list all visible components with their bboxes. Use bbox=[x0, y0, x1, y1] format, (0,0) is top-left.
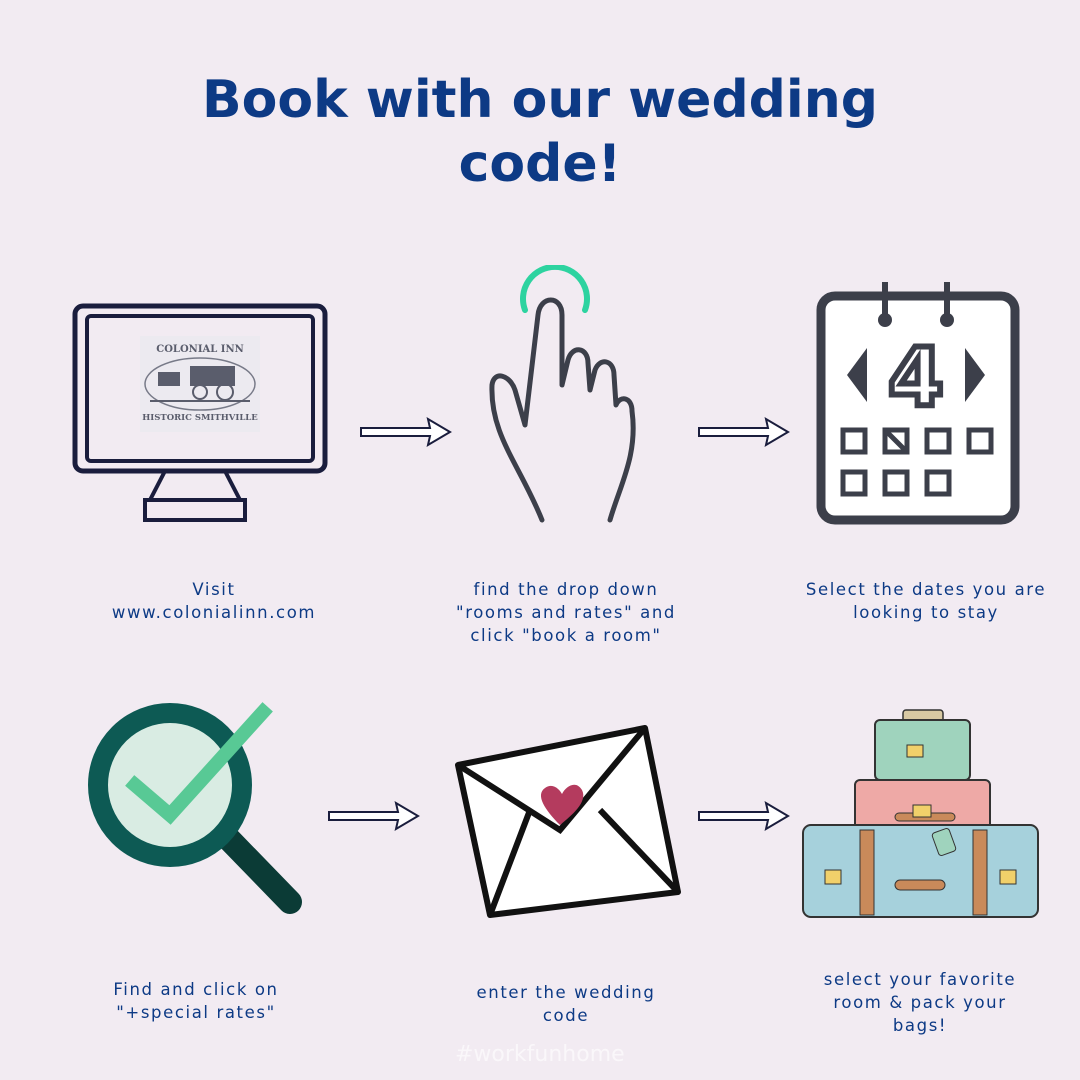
arrow-right-icon bbox=[360, 416, 452, 448]
suitcases-icon bbox=[802, 709, 1039, 918]
caption-line: Visit bbox=[192, 580, 236, 599]
envelope-heart-icon bbox=[455, 725, 681, 918]
arrow-right-icon bbox=[328, 800, 420, 832]
caption-line: www.colonialinn.com bbox=[111, 603, 317, 622]
svg-text:COLONIAL INN: COLONIAL INN bbox=[156, 344, 243, 355]
calendar-day: 4 bbox=[888, 331, 944, 424]
monitor-icon: COLONIAL INN HISTORIC SMITHVILLE bbox=[72, 303, 328, 522]
caption-line: select your favorite bbox=[823, 970, 1017, 989]
caption-line: room & pack your bbox=[833, 993, 1007, 1012]
caption-line: Find and click on bbox=[113, 980, 279, 999]
caption-line: looking to stay bbox=[853, 603, 999, 622]
tap-hand-icon bbox=[489, 265, 636, 523]
caption-line: enter the wedding bbox=[476, 983, 656, 1002]
title-line-1: Book with our wedding bbox=[202, 70, 878, 130]
arrow-right-icon bbox=[698, 416, 790, 448]
step-caption-visit: Visit www.colonialinn.com bbox=[64, 578, 364, 624]
step-caption-special-rates: Find and click on "+special rates" bbox=[46, 978, 346, 1024]
step-caption-dates: Select the dates you are looking to stay bbox=[766, 578, 1080, 624]
magnifier-check-icon bbox=[88, 702, 302, 914]
colonial-inn-logo: COLONIAL INN HISTORIC SMITHVILLE bbox=[142, 344, 258, 423]
caption-line: find the drop down bbox=[473, 580, 659, 599]
caption-line: "+special rates" bbox=[116, 1003, 276, 1022]
caption-line: Select the dates you are bbox=[805, 580, 1047, 599]
step-caption-rooms: find the drop down "rooms and rates" and… bbox=[416, 578, 716, 647]
caption-line: bags! bbox=[892, 1016, 948, 1035]
step-caption-pack: select your favorite room & pack your ba… bbox=[770, 968, 1070, 1037]
page-title: Book with our wedding code! bbox=[0, 68, 1080, 196]
caption-line: click "book a room" bbox=[470, 626, 662, 645]
arrow-right-icon bbox=[698, 800, 790, 832]
title-line-2: code! bbox=[458, 134, 622, 194]
calendar-icon: 4 bbox=[816, 282, 1020, 525]
step-caption-code: enter the wedding code bbox=[416, 981, 716, 1027]
caption-line: "rooms and rates" and bbox=[456, 603, 676, 622]
watermark: #workfunhome bbox=[455, 1042, 625, 1067]
caption-line: code bbox=[542, 1006, 590, 1025]
svg-text:HISTORIC SMITHVILLE: HISTORIC SMITHVILLE bbox=[142, 413, 258, 423]
